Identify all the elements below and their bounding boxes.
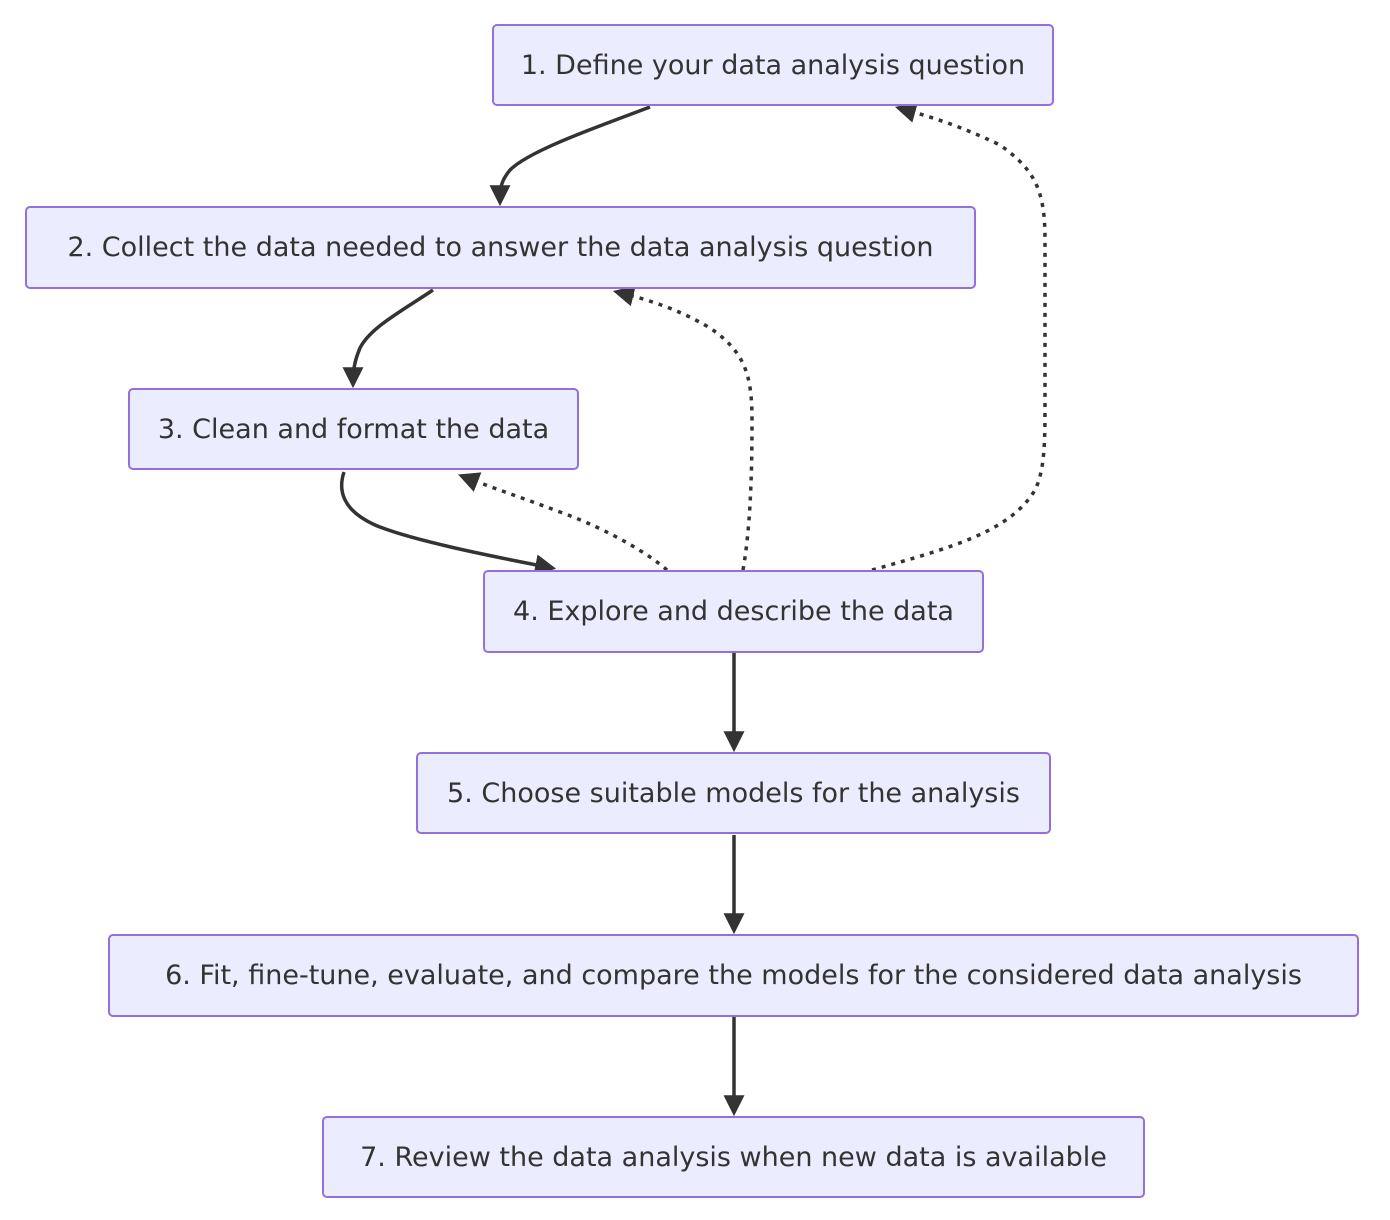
edge-1-to-2 [489,105,651,207]
node-label: 1. Define your data analysis question [520,49,1026,81]
node-choose-models: 5. Choose suitable models for the analys… [416,752,1051,834]
node-label: 6. Fit, fine-tune, evaluate, and compare… [165,960,1302,991]
node-label: 4. Explore and describe the data [513,596,954,627]
node-clean-format-data: 3. Clean and format the data [128,388,579,470]
node-review-analysis: 7. Review the data analysis when new dat… [322,1116,1145,1198]
node-explore-describe-data: 4. Explore and describe the data [483,570,984,653]
edge-4-to-2 [612,285,754,571]
edge-4-to-1 [871,102,1047,572]
node-label: 7. Review the data analysis when new dat… [360,1141,1107,1173]
edge-3-to-4 [339,471,557,576]
node-define-question: 1. Define your data analysis question [492,24,1054,106]
edge-4-to-3 [458,472,669,572]
node-label: 3. Clean and format the data [157,413,550,445]
node-label: 5. Choose suitable models for the analys… [447,777,1020,809]
node-collect-data: 2. Collect the data needed to answer the… [25,206,976,289]
node-fit-evaluate-models: 6. Fit, fine-tune, evaluate, and compare… [108,934,1359,1017]
node-label: 2. Collect the data needed to answer the… [67,232,934,263]
edge-2-to-3 [342,288,434,389]
